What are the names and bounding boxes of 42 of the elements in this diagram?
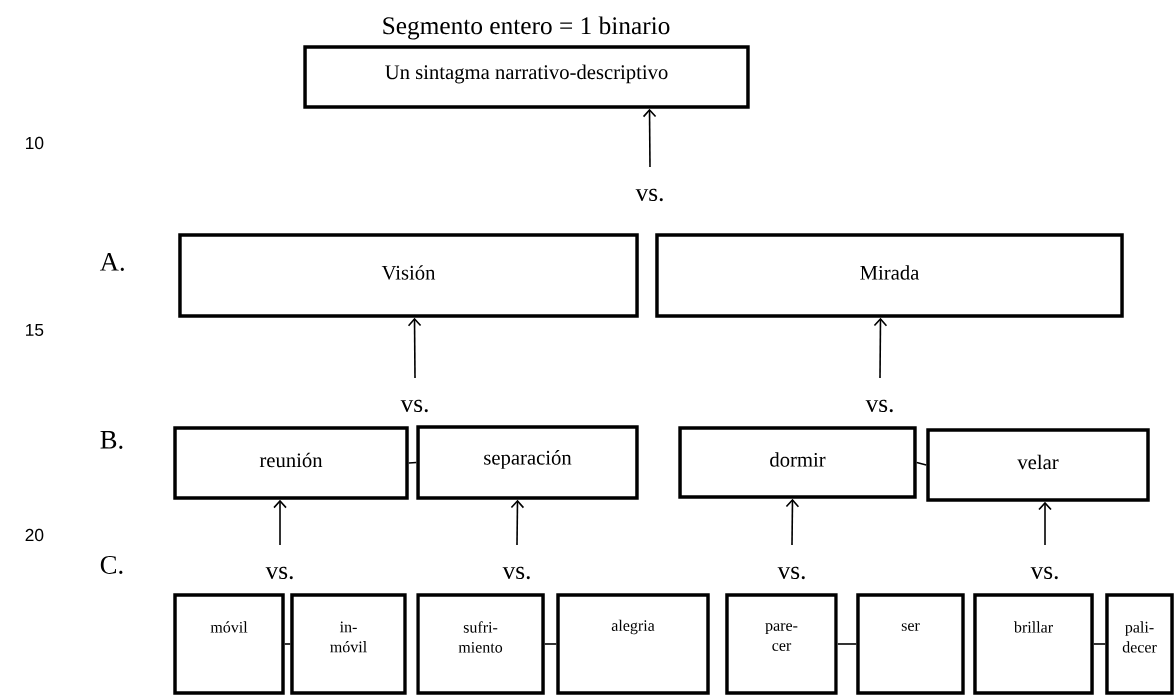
connector (915, 461, 928, 466)
connector (407, 317, 422, 379)
versus-text: vs. (635, 188, 663, 202)
connector (785, 498, 800, 546)
connector (1092, 643, 1107, 645)
level-letter: A. (99, 253, 124, 271)
text-box: ser (856, 593, 965, 695)
line-number: 10 (26, 136, 44, 150)
text-box: alegria (556, 593, 710, 695)
connector (873, 317, 888, 379)
connector (1038, 501, 1052, 546)
versus-text: vs. (865, 399, 893, 413)
connector (407, 461, 418, 464)
text-box: separación (416, 425, 639, 500)
versus-text: vs. (1030, 566, 1058, 580)
text-box: móvil (173, 593, 285, 695)
title: Segmento entero = 1 binario (383, 16, 670, 40)
text-box: Mirada (655, 233, 1124, 318)
versus-text: vs. (265, 566, 293, 580)
level-letter: C. (100, 556, 123, 574)
text-box: reunión (173, 426, 409, 500)
text-box: sufri-miento (416, 593, 545, 695)
text-box: Un sintagma narrativo-descriptivo (303, 45, 750, 109)
text-box: brillar (973, 593, 1094, 695)
connector (283, 643, 292, 645)
versus-text: vs. (400, 399, 428, 413)
text-box: dormir (678, 426, 917, 499)
versus-text: vs. (502, 566, 530, 580)
text-box: Visión (178, 233, 639, 318)
text-box: in-móvil (290, 593, 407, 695)
connector (642, 108, 657, 168)
versus-text: vs. (777, 566, 805, 580)
connector (543, 643, 558, 645)
connector (836, 643, 858, 645)
connector (273, 499, 287, 546)
line-number: 15 (26, 323, 44, 337)
text-box: velar (926, 428, 1150, 502)
connector (510, 499, 525, 546)
text-box: pare-cer (725, 593, 838, 695)
text-box: pali-decer (1105, 593, 1174, 695)
line-number: 20 (25, 528, 44, 542)
level-letter: B. (100, 431, 123, 449)
